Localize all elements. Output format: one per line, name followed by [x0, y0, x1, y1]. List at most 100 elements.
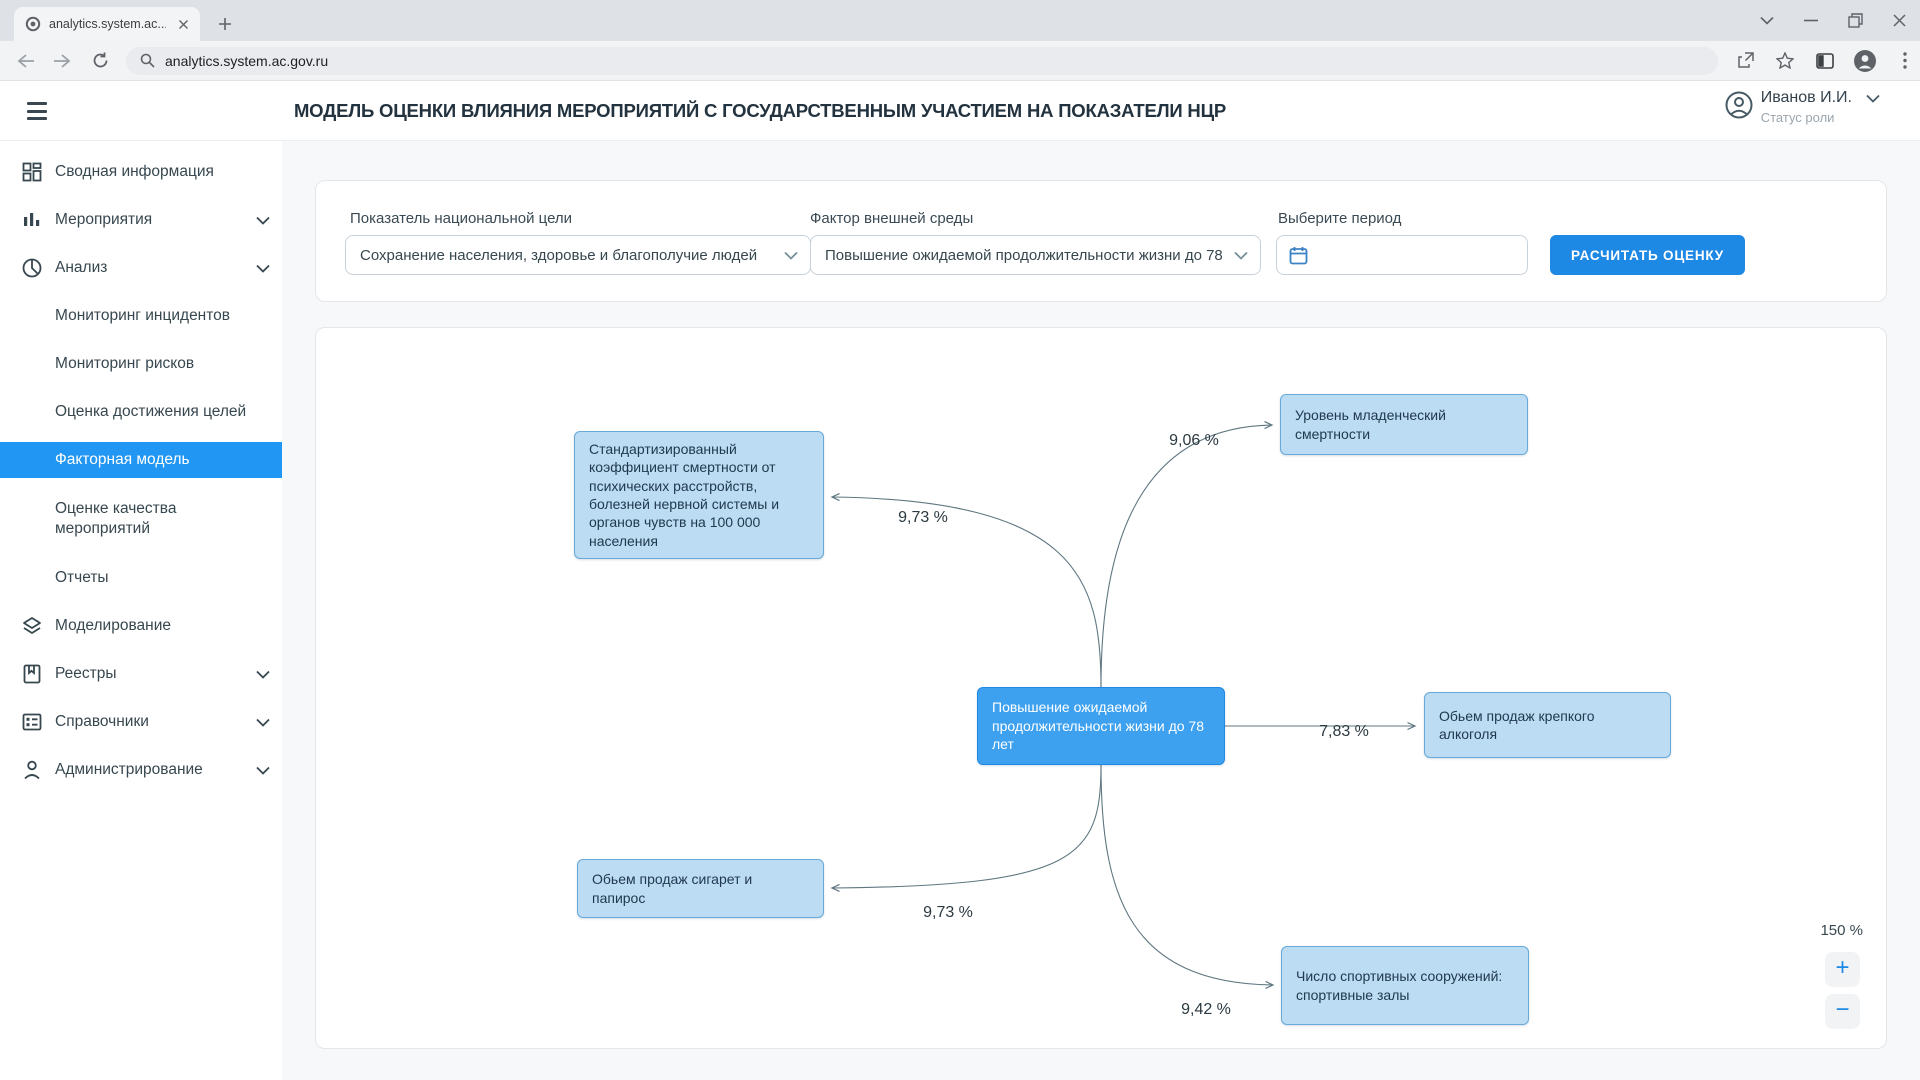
zoom-level-indicator: 150 % — [1820, 922, 1863, 939]
forward-icon[interactable] — [48, 47, 76, 75]
central-goal-node[interactable]: Повышение ожидаемой продолжительности жи… — [977, 687, 1225, 765]
list-card-icon — [20, 713, 44, 731]
sidebar-item-label: Мониторинг рисков — [55, 355, 195, 372]
tab-title: analytics.system.ac... — [49, 17, 166, 31]
browser-tab[interactable]: analytics.system.ac... — [14, 7, 200, 41]
chevron-down-icon — [256, 216, 270, 225]
edge-weight-label: 9,06 % — [1169, 432, 1219, 449]
browser-tabstrip: analytics.system.ac... — [0, 0, 1920, 41]
sidebar-item-administration[interactable]: Администрирование — [0, 746, 282, 794]
sidebar-item-registries[interactable]: Реестры — [0, 650, 282, 698]
zoom-out-button[interactable]: − — [1825, 994, 1860, 1029]
app-header: МОДЕЛЬ ОЦЕНКИ ВЛИЯНИЯ МЕРОПРИЯТИЙ С ГОСУ… — [0, 81, 1920, 141]
diagram-edges — [830, 421, 1417, 989]
sidebar-item-label: Моделирование — [55, 617, 171, 634]
page-title: МОДЕЛЬ ОЦЕНКИ ВЛИЯНИЯ МЕРОПРИЯТИЙ С ГОСУ… — [293, 99, 1227, 121]
user-name: Иванов И.И. — [1760, 89, 1852, 106]
chevron-down-icon — [256, 670, 270, 679]
sidebar-item-label: Администрирование — [55, 761, 203, 778]
layers-icon — [20, 616, 44, 636]
sidebar-item-label: Сводная информация — [55, 163, 214, 180]
tab-close-icon[interactable] — [174, 15, 192, 33]
external-factor-select[interactable]: Повышение ожидаемой продолжительности жи… — [810, 235, 1261, 275]
chevron-down-icon — [256, 718, 270, 727]
chevron-down-icon — [1234, 251, 1248, 260]
sidebar-item-directories[interactable]: Справочники — [0, 698, 282, 746]
search-icon — [140, 53, 155, 68]
bar-chart-icon — [20, 211, 44, 229]
calendar-icon — [1289, 246, 1308, 265]
node-label: Число спортивных сооружений: спортивные … — [1296, 968, 1503, 1003]
user-menu[interactable]: Иванов И.И. Статус роли — [1725, 89, 1880, 125]
factor-node-sports-facilities[interactable]: Число спортивных сооружений: спортивные … — [1281, 946, 1529, 1025]
filter-panel: Показатель национальной цели Сохранение … — [315, 180, 1887, 302]
chevron-down-icon — [256, 766, 270, 775]
sidebar-item-reports[interactable]: Отчеты — [0, 554, 282, 602]
sidebar-item-incident-monitoring[interactable]: Мониторинг инцидентов — [0, 292, 282, 340]
sidebar-item-label: Оценке качества мероприятий — [55, 499, 177, 537]
person-icon — [20, 760, 44, 780]
factor-node-infant-mortality[interactable]: Уровень младенческий смертности — [1280, 394, 1528, 455]
factor-node-alcohol-sales[interactable]: Обьем продаж крепкого алкоголя — [1424, 692, 1671, 758]
url-bar[interactable]: analytics.system.ac.gov.ru — [126, 46, 1718, 75]
node-label: Обьем продаж крепкого алкоголя — [1439, 707, 1595, 742]
chevron-down-icon — [1866, 94, 1880, 103]
user-avatar-icon — [1725, 91, 1753, 119]
factor-model-diagram: Стандартизированный коэффициент смертнос… — [315, 327, 1887, 1049]
sidebar-item-label: Мониторинг инцидентов — [55, 307, 231, 324]
factor-node-mortality-coefficient[interactable]: Стандартизированный коэффициент смертнос… — [574, 431, 824, 559]
national-goal-value: Сохранение населения, здоровье и благопо… — [360, 246, 758, 264]
sidebar-item-label: Справочники — [55, 713, 149, 730]
pie-chart-icon — [20, 258, 44, 278]
sidebar-item-quality-assessment[interactable]: Оценке качества мероприятий — [0, 484, 282, 554]
sidebar-item-label: Анализ — [55, 259, 108, 276]
main-content: Показатель национальной цели Сохранение … — [282, 141, 1920, 1080]
share-icon[interactable] — [1732, 48, 1758, 74]
menu-dots-icon[interactable] — [1892, 48, 1918, 74]
user-role: Статус роли — [1760, 110, 1835, 125]
external-factor-label: Фактор внешней среды — [810, 210, 974, 227]
edge-weight-label: 9,73 % — [923, 904, 973, 921]
node-label: Уровень младенческий смертности — [1295, 407, 1446, 442]
chevron-down-icon — [256, 264, 270, 273]
node-label: Повышение ожидаемой продолжительности жи… — [992, 699, 1204, 753]
book-icon — [20, 664, 44, 684]
window-minimize-icon[interactable] — [1800, 10, 1822, 32]
hamburger-menu-icon[interactable] — [20, 98, 54, 124]
dashboard-icon — [20, 162, 44, 182]
sidebar-item-goal-assessment[interactable]: Оценка достижения целей — [0, 388, 282, 436]
new-tab-button[interactable] — [212, 11, 238, 37]
sidebar-item-factor-model[interactable]: Факторная модель — [0, 442, 282, 478]
zoom-in-button[interactable]: + — [1825, 952, 1860, 987]
bookmark-star-icon[interactable] — [1772, 48, 1798, 74]
sidebar-item-summary[interactable]: Сводная информация — [0, 148, 282, 196]
chevron-down-icon — [784, 251, 798, 260]
reload-icon[interactable] — [86, 47, 114, 75]
sidebar-item-events[interactable]: Мероприятия — [0, 196, 282, 244]
external-factor-value: Повышение ожидаемой продолжительности жи… — [825, 246, 1223, 264]
node-label: Обьем продаж сигарет и папирос — [592, 871, 753, 906]
factor-node-cigarette-sales[interactable]: Обьем продаж сигарет и папирос — [577, 859, 824, 918]
calculate-button[interactable]: РАСЧИТАТЬ ОЦЕНКУ — [1550, 235, 1745, 275]
back-icon[interactable] — [12, 47, 40, 75]
sidebar-item-label: Мероприятия — [55, 211, 153, 228]
national-goal-select[interactable]: Сохранение населения, здоровье и благопо… — [345, 235, 811, 275]
profile-avatar-icon[interactable] — [1852, 48, 1878, 74]
node-label: Стандартизированный коэффициент смертнос… — [589, 440, 780, 549]
edge-weight-label: 9,42 % — [1181, 1001, 1231, 1018]
sidebar-item-analysis[interactable]: Анализ — [0, 244, 282, 292]
sidebar: Сводная информация Мероприятия Анализ Мо… — [0, 141, 282, 1080]
window-restore-icon[interactable] — [1844, 10, 1866, 32]
window-close-icon[interactable] — [1888, 10, 1910, 32]
period-date-input[interactable] — [1276, 235, 1528, 275]
edge-weight-label: 9,73 % — [898, 509, 948, 526]
url-text: analytics.system.ac.gov.ru — [165, 52, 329, 69]
browser-toolbar: analytics.system.ac.gov.ru — [0, 41, 1920, 81]
period-label: Выберите период — [1278, 210, 1402, 227]
sidebar-item-modeling[interactable]: Моделирование — [0, 602, 282, 650]
sidebar-item-risk-monitoring[interactable]: Мониторинг рисков — [0, 340, 282, 388]
side-panel-icon[interactable] — [1812, 48, 1838, 74]
sidebar-item-label: Факторная модель — [55, 451, 190, 468]
favicon-icon — [25, 16, 41, 32]
window-menu-icon[interactable] — [1756, 10, 1778, 32]
